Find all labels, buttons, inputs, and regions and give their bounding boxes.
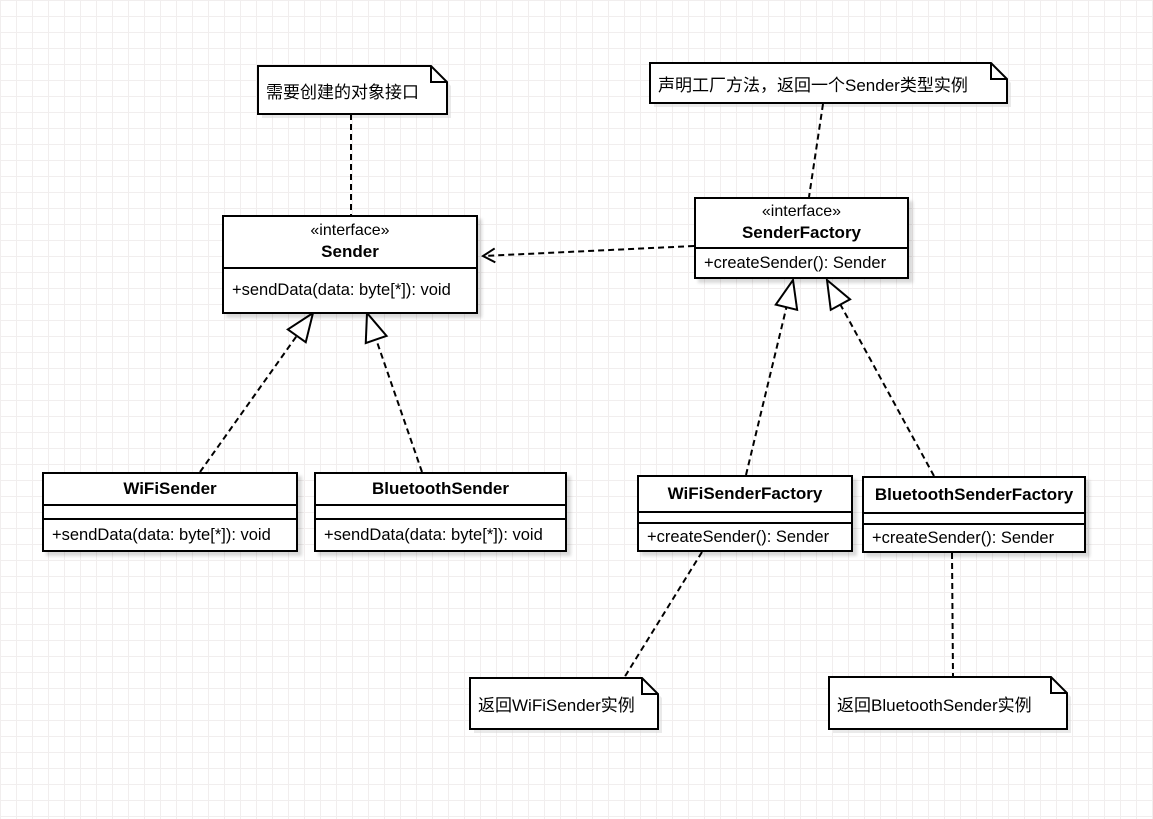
class-name-label: Sender xyxy=(321,242,379,262)
edge-realization-wifisenderfactory-to-senderfactory[interactable] xyxy=(745,277,799,476)
class-header: BluetoothSenderFactory xyxy=(864,478,1084,514)
class-name-label: WiFiSenderFactory xyxy=(667,483,823,503)
method-label: +sendData(data: byte[*]): void xyxy=(232,281,451,299)
class-name-label: SenderFactory xyxy=(741,223,862,243)
method-label: +sendData(data: byte[*]): void xyxy=(324,525,543,544)
class-name-label: BluetoothSender xyxy=(372,478,509,498)
class-header: WiFiSenderFactory xyxy=(639,477,851,513)
note-body[interactable] xyxy=(649,62,1008,104)
note-body[interactable] xyxy=(828,676,1068,730)
method-label: +createSender(): Sender xyxy=(704,253,887,272)
note-shape-interface[interactable] xyxy=(257,65,451,118)
attributes-compartment xyxy=(44,506,296,520)
methods-compartment: +sendData(data: byte[*]): void xyxy=(316,520,565,550)
method-label: +sendData(data: byte[*]): void xyxy=(52,525,271,544)
note-wifi-label[interactable]: 返回WiFiSender实例 xyxy=(478,696,635,715)
class-header: «interface» Sender xyxy=(224,217,476,269)
method-label: +createSender(): Sender xyxy=(647,527,830,546)
edge-realization-wifisender-to-sender[interactable] xyxy=(199,310,315,473)
class-sender[interactable]: «interface» Sender +sendData(data: byte[… xyxy=(222,215,478,314)
class-name-label: BluetoothSenderFactory xyxy=(874,484,1074,504)
note-factory-method-label[interactable]: 声明工厂方法，返回一个Sender类型实例 xyxy=(658,75,968,95)
note-fold-icon xyxy=(641,678,658,695)
note-body[interactable] xyxy=(257,65,448,115)
class-bluetoothsenderfactory[interactable]: BluetoothSenderFactory +createSender(): … xyxy=(862,476,1086,553)
methods-compartment: +sendData(data: byte[*]): void xyxy=(224,269,476,312)
attributes-compartment xyxy=(639,513,851,524)
methods-compartment: +createSender(): Sender xyxy=(696,249,907,277)
methods-compartment: +createSender(): Sender xyxy=(864,525,1084,551)
class-header: WiFiSender xyxy=(44,474,296,506)
edge-note-to-senderfactory[interactable] xyxy=(808,103,824,198)
method-label: +createSender(): Sender xyxy=(872,528,1055,547)
stereotype-label: «interface» xyxy=(761,202,842,220)
note-fold-icon xyxy=(990,63,1007,80)
methods-compartment: +sendData(data: byte[*]): void xyxy=(44,520,296,550)
edge-dependency-senderfactory-to-sender[interactable] xyxy=(481,245,695,264)
note-interface-label[interactable]: 需要创建的对象接口 xyxy=(266,82,419,102)
note-bluetooth-label[interactable]: 返回BluetoothSender实例 xyxy=(837,695,1032,715)
note-body[interactable] xyxy=(469,677,659,730)
class-senderfactory[interactable]: «interface» SenderFactory +createSender(… xyxy=(694,197,909,279)
methods-compartment: +createSender(): Sender xyxy=(639,524,851,550)
class-wifisenderfactory[interactable]: WiFiSenderFactory +createSender(): Sende… xyxy=(637,475,853,552)
edge-realization-bluetoothsender-to-sender[interactable] xyxy=(364,310,423,473)
note-fold-icon xyxy=(430,66,447,83)
stereotype-label: «interface» xyxy=(310,221,390,239)
attributes-compartment xyxy=(316,506,565,520)
attributes-compartment xyxy=(864,514,1084,525)
edge-note-to-wifisenderfactory[interactable] xyxy=(623,551,703,679)
class-header: «interface» SenderFactory xyxy=(696,199,907,249)
class-bluetoothsender[interactable]: BluetoothSender +sendData(data: byte[*])… xyxy=(314,472,567,552)
class-wifisender[interactable]: WiFiSender +sendData(data: byte[*]): voi… xyxy=(42,472,298,552)
note-shape-bluetooth[interactable] xyxy=(828,676,1071,733)
class-name-label: WiFiSender xyxy=(123,478,217,498)
edge-note-to-bluetoothsenderfactory[interactable] xyxy=(951,552,954,678)
note-shape-factory-method[interactable] xyxy=(649,62,1011,107)
note-fold-icon xyxy=(1050,677,1067,694)
note-shape-wifi[interactable] xyxy=(469,677,662,733)
edge-realization-bluetoothsenderfactory-to-senderfactory[interactable] xyxy=(825,277,935,477)
class-header: BluetoothSender xyxy=(316,474,565,506)
